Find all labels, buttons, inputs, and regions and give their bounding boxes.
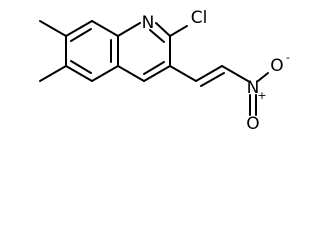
bond-c3-c4-inner (143, 61, 165, 75)
pyridine-ring (117, 22, 171, 82)
bond-methyl-c7 (39, 20, 67, 37)
bond-c8a-n1 (117, 22, 141, 37)
bond-c3-vinyl (169, 65, 197, 82)
bond-c3-c4 (143, 65, 171, 82)
bond-vinyl-double (195, 65, 223, 82)
bond-c2-cl (169, 25, 188, 37)
bond-c7-c8 (65, 20, 93, 37)
atom-label-ring-nitrogen: N (142, 13, 155, 33)
atom-label-nitro-oxygen-top: O (270, 56, 283, 76)
charge-label-nitro-oxygen-top: - (286, 51, 290, 64)
bond-c8-c8a (91, 20, 119, 37)
chemical-structure: N Cl N + O - O (39, 8, 290, 134)
bond-vinyl-double-inner (200, 72, 225, 87)
benzo-ring (65, 20, 119, 82)
atom-label-nitro-oxygen-bottom: O (246, 114, 259, 134)
bond-c4a-c5 (91, 65, 119, 82)
bond-c4-c4a (117, 65, 145, 82)
bond-vinyl-nitro (221, 65, 249, 82)
bond-c5-c6-inner (70, 60, 92, 74)
bond-n1-c2-inner (149, 29, 165, 43)
atom-label-nitro-nitrogen: N (247, 78, 260, 98)
bond-c5-c6 (65, 65, 93, 82)
atom-label-chlorine: Cl (191, 8, 208, 28)
bond-c7-c8-inner (70, 28, 92, 42)
bond-methyl-c6 (39, 65, 67, 82)
bond-nitro-o-top (257, 72, 269, 82)
bond-n1-c2 (155, 22, 171, 37)
charge-label-nitro-nitrogen: + (257, 89, 266, 102)
